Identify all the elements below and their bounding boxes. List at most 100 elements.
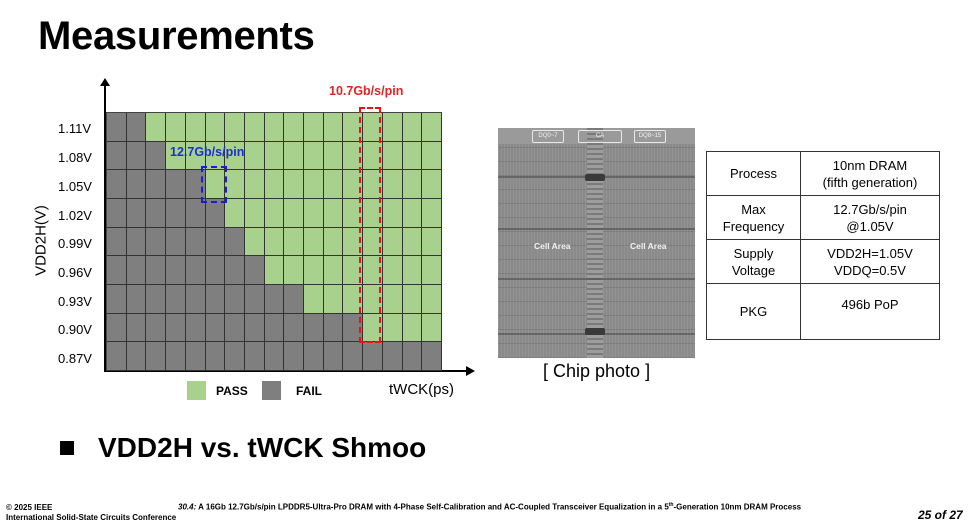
shmoo-cell-fail: [284, 313, 305, 343]
legend-pass-label: PASS: [216, 384, 248, 398]
shmoo-cell-pass: [264, 198, 285, 228]
y-axis-arrow-icon: [100, 78, 110, 86]
shmoo-cell-pass: [225, 198, 245, 228]
shmoo-cell-fail: [304, 342, 324, 371]
shmoo-cell-pass: [323, 256, 344, 285]
shmoo-cell-fail: [225, 342, 245, 371]
shmoo-cell-fail: [205, 256, 226, 285]
cell-area-right: Cell Area: [630, 241, 667, 251]
shmoo-cell-pass: [304, 284, 324, 314]
shmoo-cell-fail: [323, 313, 344, 343]
shmoo-cell-fail: [185, 198, 206, 228]
footer-paper-title: 30.4: A 16Gb 12.7Gb/s/pin LPDDR5-Ultra-P…: [178, 502, 802, 512]
shmoo-cell-pass: [343, 170, 364, 199]
shmoo-cell-fail: [422, 342, 442, 371]
shmoo-cell-fail: [363, 342, 383, 371]
shmoo-cell-pass: [363, 256, 383, 285]
shmoo-cell-fail: [107, 256, 127, 285]
shmoo-cell-fail: [205, 198, 226, 228]
shmoo-cell-fail: [225, 227, 245, 257]
chip-center-spine: [587, 128, 603, 358]
shmoo-cell-pass: [363, 113, 383, 142]
shmoo-cell-pass: [244, 227, 265, 257]
shmoo-cell-pass: [304, 113, 324, 142]
y-tick: 1.11V: [58, 121, 92, 136]
shmoo-cell-fail: [146, 141, 167, 171]
shmoo-cell-pass: [343, 284, 364, 314]
shmoo-cell-pass: [402, 227, 423, 257]
shmoo-cell-fail: [402, 342, 423, 371]
shmoo-cell-pass: [343, 227, 364, 257]
shmoo-cell-fail: [166, 284, 186, 314]
slide-title: Measurements: [38, 14, 315, 58]
shmoo-cell-pass: [402, 256, 423, 285]
shmoo-cell-pass: [402, 284, 423, 314]
shmoo-cell-pass: [402, 141, 423, 171]
shmoo-cell-fail: [146, 170, 167, 199]
shmoo-cell-pass: [244, 198, 265, 228]
shmoo-cell-pass: [264, 170, 285, 199]
page-number: 25 of 27: [918, 508, 963, 522]
annotation-10p7: 10.7Gb/s/pin: [329, 84, 404, 98]
shmoo-cell-fail: [264, 313, 285, 343]
shmoo-cell-fail: [185, 170, 206, 199]
x-axis-label: tWCK(ps): [389, 381, 454, 398]
y-tick: 0.87V: [58, 351, 92, 366]
y-tick: 1.02V: [58, 208, 92, 223]
shmoo-cell-pass: [382, 198, 403, 228]
shmoo-cell-pass: [284, 141, 305, 171]
y-tick: 0.96V: [58, 265, 92, 280]
shmoo-cell-fail: [107, 113, 127, 142]
shmoo-cell-pass: [382, 141, 403, 171]
shmoo-cell-fail: [166, 198, 186, 228]
chip-pad: [585, 328, 605, 335]
shmoo-cell-fail: [343, 313, 364, 343]
shmoo-cell-pass: [363, 198, 383, 228]
slide-subtitle: VDD2H vs. tWCK Shmoo: [98, 432, 427, 463]
shmoo-cell-fail: [264, 284, 285, 314]
shmoo-cell-pass: [185, 113, 206, 142]
shmoo-cell-pass: [422, 113, 442, 142]
shmoo-cell-pass: [205, 113, 226, 142]
shmoo-cell-pass: [264, 227, 285, 257]
shmoo-cell-pass: [284, 170, 305, 199]
shmoo-cell-fail: [205, 342, 226, 371]
chip-label-dq8-15: DQ8~15: [634, 130, 666, 143]
shmoo-cell-pass: [422, 170, 442, 199]
shmoo-cell-fail: [146, 284, 167, 314]
shmoo-cell-pass: [363, 141, 383, 171]
shmoo-cell-fail: [166, 313, 186, 343]
shmoo-cell-pass: [284, 113, 305, 142]
highlight-10p7-column: [359, 107, 381, 343]
shmoo-cell-fail: [107, 227, 127, 257]
shmoo-cell-fail: [225, 313, 245, 343]
shmoo-cell-fail: [166, 227, 186, 257]
shmoo-cell-fail: [185, 284, 206, 314]
shmoo-cell-fail: [126, 170, 147, 199]
shmoo-cell-fail: [185, 256, 206, 285]
shmoo-cell-fail: [284, 342, 305, 371]
shmoo-cell-pass: [422, 313, 442, 343]
y-tick: 0.90V: [58, 322, 92, 337]
shmoo-cell-fail: [107, 170, 127, 199]
shmoo-cell-pass: [422, 256, 442, 285]
shmoo-cell-pass: [343, 198, 364, 228]
shmoo-cell-fail: [146, 227, 167, 257]
shmoo-cell-fail: [126, 342, 147, 371]
y-tick: 0.99V: [58, 236, 92, 251]
shmoo-cell-fail: [146, 342, 167, 371]
shmoo-cell-fail: [107, 198, 127, 228]
shmoo-cell-pass: [363, 284, 383, 314]
x-axis-arrow-icon: [466, 366, 475, 376]
shmoo-cell-pass: [225, 141, 245, 171]
shmoo-cell-fail: [244, 342, 265, 371]
shmoo-cell-pass: [402, 170, 423, 199]
shmoo-cell-pass: [343, 256, 364, 285]
shmoo-cell-pass: [264, 141, 285, 171]
bullet-square-icon: [60, 441, 74, 455]
shmoo-cell-pass: [205, 141, 226, 171]
shmoo-cell-pass: [304, 170, 324, 199]
spec-value: 12.7Gb/s/pin@1.05V: [800, 195, 940, 240]
